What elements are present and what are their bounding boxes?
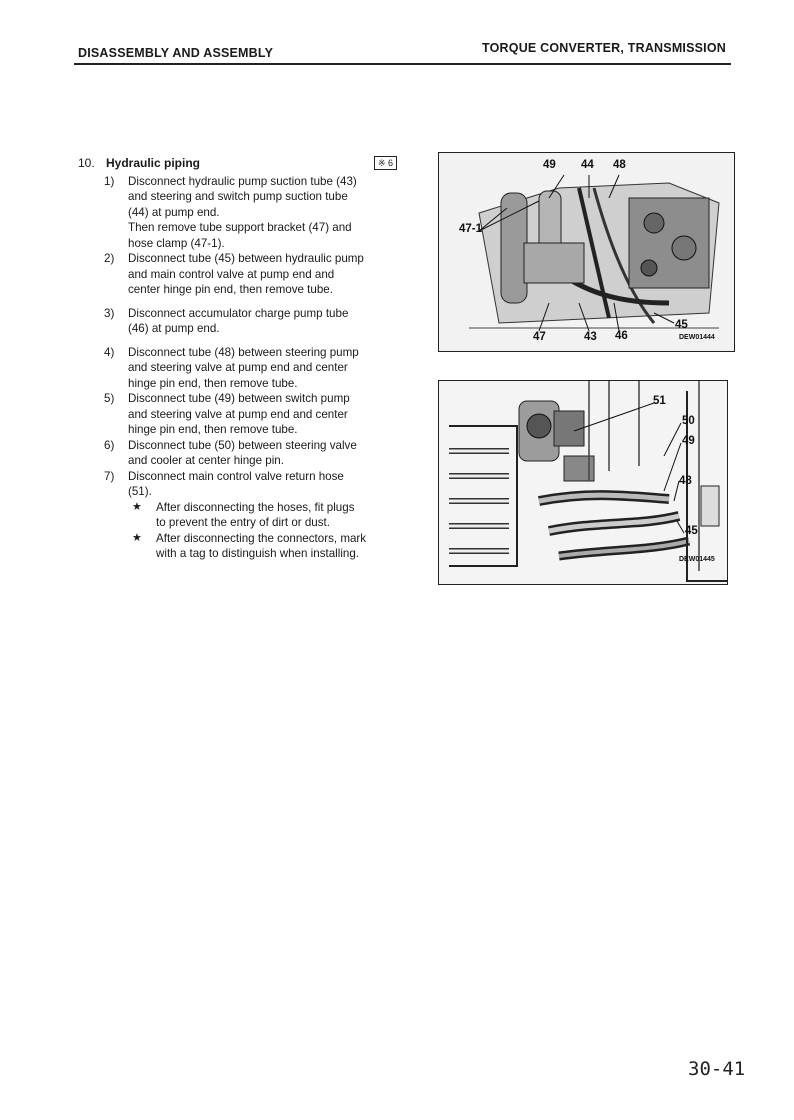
step-line: and main control valve at pump end and bbox=[128, 267, 335, 281]
step-item: 5) Disconnect tube (49) between switch pu… bbox=[78, 391, 428, 438]
step-number: 1) bbox=[104, 174, 115, 188]
step-number: 3) bbox=[104, 306, 115, 320]
header-divider bbox=[74, 63, 731, 65]
callout-47: 47 bbox=[533, 331, 546, 343]
callout-47-1: 47-1 bbox=[459, 223, 483, 235]
callout-49: 49 bbox=[682, 435, 695, 447]
callout-43: 43 bbox=[584, 331, 597, 343]
step-line: hinge pin end, then remove tube. bbox=[128, 376, 298, 390]
callout-50: 50 bbox=[682, 415, 695, 427]
step-line: Then remove tube support bracket (47) an… bbox=[128, 221, 352, 234]
callout-45: 45 bbox=[675, 319, 688, 331]
note-list: ★ After disconnecting the hoses, fit plug… bbox=[78, 500, 428, 562]
note-line: After disconnecting the connectors, mark bbox=[156, 531, 367, 545]
callout-49: 49 bbox=[543, 159, 556, 171]
step-line: Disconnect tube (49) between switch pump bbox=[128, 392, 350, 405]
section-title: Hydraulic piping bbox=[106, 156, 201, 170]
note-line: with a tag to distinguish when installin… bbox=[156, 547, 360, 560]
step-number: 6) bbox=[104, 438, 115, 452]
step-number: 4) bbox=[104, 345, 115, 359]
step-line: and steering valve at pump end and cente… bbox=[128, 361, 348, 374]
step-line: hinge pin end, then remove tube. bbox=[128, 423, 298, 436]
step-item: 7) Disconnect main control valve return h… bbox=[78, 469, 428, 500]
callout-45: 45 bbox=[685, 525, 698, 537]
callout-48: 48 bbox=[613, 159, 626, 171]
section-number: 10. bbox=[78, 156, 95, 170]
star-icon: ★ bbox=[132, 531, 142, 544]
note-item: ★ After disconnecting the connectors, mar… bbox=[78, 531, 428, 562]
step-line: (44) at pump end. bbox=[128, 205, 220, 219]
step-item: 1) Disconnect hydraulic pump suction tube… bbox=[78, 174, 428, 252]
page-number: 30-41 bbox=[688, 1058, 746, 1080]
callout-51: 51 bbox=[653, 395, 666, 407]
figure-id: DEW01445 bbox=[679, 556, 715, 563]
figure-id: DEW01444 bbox=[679, 334, 715, 341]
step-line: and cooler at center hinge pin. bbox=[128, 454, 284, 467]
pump-piping-illustration bbox=[439, 153, 734, 351]
step-line: center hinge pin end, then remove tube. bbox=[128, 283, 333, 296]
step-line: Disconnect tube (48) between steering pu… bbox=[128, 345, 359, 359]
header-section-title: DISASSEMBLY AND ASSEMBLY bbox=[78, 46, 274, 60]
step-line: Disconnect main control valve return hos… bbox=[128, 469, 344, 483]
callout-44: 44 bbox=[581, 159, 594, 171]
note-line: to prevent the entry of dirt or dust. bbox=[156, 516, 330, 529]
step-line: Disconnect tube (50) between steering va… bbox=[128, 438, 357, 452]
step-line: Disconnect accumulator charge pump tube bbox=[128, 306, 349, 320]
step-item: 3) Disconnect accumulator charge pump tub… bbox=[78, 306, 428, 337]
step-line: Disconnect tube (45) between hydraulic p… bbox=[128, 252, 364, 265]
step-list: 1) Disconnect hydraulic pump suction tube… bbox=[78, 174, 428, 500]
callout-46: 46 bbox=[615, 330, 628, 342]
step-number: 7) bbox=[104, 469, 115, 483]
step-number: 2) bbox=[104, 252, 115, 265]
figure-pump-piping: 49 44 48 47-1 47 43 46 45 DEW01444 bbox=[438, 152, 735, 352]
step-number: 5) bbox=[104, 392, 115, 405]
callout-48: 48 bbox=[679, 475, 692, 487]
step-line: and steering and switch pump suction tub… bbox=[128, 190, 348, 203]
figure-hinge-piping: 51 50 49 48 45 DEW01445 bbox=[438, 380, 728, 585]
note-item: ★ After disconnecting the hoses, fit plug… bbox=[78, 500, 428, 531]
step-item: 6) Disconnect tube (50) between steering … bbox=[78, 438, 428, 469]
step-item: 2) Disconnect tube (45) between hydraulic… bbox=[78, 251, 428, 298]
star-icon: ★ bbox=[132, 500, 142, 513]
hinge-piping-illustration bbox=[439, 381, 727, 584]
step-item: 4) Disconnect tube (48) between steering … bbox=[78, 345, 428, 392]
header-chapter-title: TORQUE CONVERTER, TRANSMISSION bbox=[482, 41, 726, 55]
section-heading: 10. Hydraulic piping ※ 6 bbox=[78, 156, 428, 172]
instruction-text: 10. Hydraulic piping ※ 6 1) Disconnect hyd… bbox=[78, 156, 428, 562]
note-line: After disconnecting the hoses, fit plugs bbox=[156, 500, 355, 514]
step-line: hose clamp (47-1). bbox=[128, 236, 225, 250]
step-line: (46) at pump end. bbox=[128, 322, 220, 335]
step-line: Disconnect hydraulic pump suction tube (… bbox=[128, 174, 357, 188]
reference-badge: ※ 6 bbox=[374, 156, 398, 170]
step-line: (51). bbox=[128, 485, 152, 498]
step-line: and steering valve at pump end and cente… bbox=[128, 407, 348, 421]
